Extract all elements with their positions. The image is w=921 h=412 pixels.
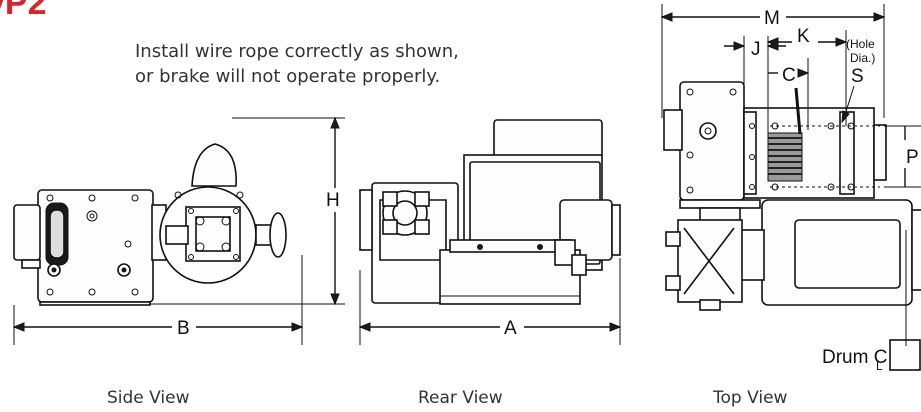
- dimension-p: P: [884, 125, 921, 188]
- dim-label-h: H: [326, 190, 340, 211]
- dim-label-a: A: [504, 318, 517, 339]
- instruction-line-2: or brake will not operate properly.: [135, 66, 440, 87]
- dimension-s: (Hole Dia.) S: [841, 37, 875, 124]
- dim-label-m: M: [764, 8, 780, 29]
- rear-view-drawing: [359, 119, 621, 305]
- dimension-m: M: [660, 4, 886, 118]
- dimension-c: C: [768, 58, 810, 130]
- instruction-line-1: Install wire rope correctly as shown,: [135, 41, 459, 62]
- rear-view-caption: Rear View: [418, 388, 503, 408]
- dimension-a: A: [358, 258, 622, 345]
- dimension-b: B: [12, 255, 304, 345]
- dim-label-c: C: [782, 65, 796, 86]
- dim-label-k: K: [797, 26, 810, 47]
- centerline-subscript: L: [876, 359, 883, 373]
- dim-label-p: P: [906, 147, 919, 168]
- hole-note-line-2: Dia.): [850, 51, 875, 65]
- side-view-caption: Side View: [107, 388, 190, 408]
- drum-centerline-label: Drum C: [822, 347, 887, 368]
- dim-label-b: B: [177, 318, 190, 339]
- dim-label-s: S: [851, 66, 864, 87]
- dimension-k: K: [766, 26, 848, 126]
- dimension-j: J: [724, 36, 786, 133]
- dim-label-j: J: [751, 39, 761, 60]
- drum-centerline: Drum C L: [822, 230, 907, 373]
- model-code: vP2: [0, 0, 47, 22]
- hole-note-line-1: (Hole: [846, 37, 875, 51]
- dimension-h: H: [150, 116, 345, 306]
- top-view-caption: Top View: [712, 388, 788, 408]
- top-view-drawing: [663, 81, 921, 371]
- side-view-drawing: [13, 143, 287, 306]
